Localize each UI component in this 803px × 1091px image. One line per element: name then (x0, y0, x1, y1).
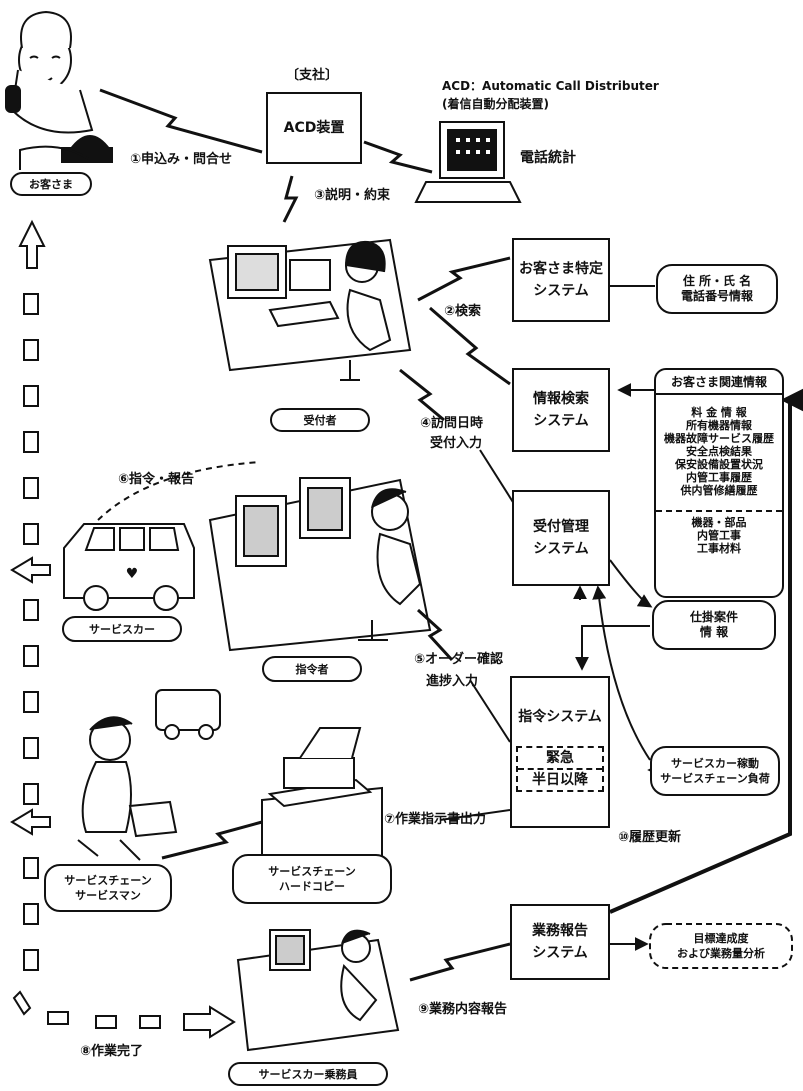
phone-stats-label: 電話統計 (520, 150, 576, 166)
receptionist-label: 受付者 (270, 408, 370, 432)
car-operation-store: サービスカー稼動 サービスチェーン負荷 (650, 746, 780, 796)
step-4-label-line1: ④訪問日時 (420, 416, 483, 432)
crew-label-text: サービスカー乗務員 (259, 1067, 358, 1082)
car-operation-line2: サービスチェーン負荷 (660, 771, 769, 786)
service-car-label: サービスカー (62, 616, 182, 642)
return-arrow-up (20, 222, 44, 268)
phone-stats-terminal-illustration (416, 122, 520, 202)
step-4-label-line2: 受付入力 (430, 436, 482, 452)
dispatcher-label: 指令者 (262, 656, 362, 682)
work-in-progress-store: 仕掛案件 情 報 (652, 600, 776, 650)
return-arrow-right (184, 1007, 234, 1037)
work-report-system-box: 業務報告 システム (510, 904, 610, 980)
link-receptionist-reception (400, 370, 444, 420)
acd-device-box: ACD装置 (266, 92, 362, 164)
customer-related-store: お客さま関連情報 料 金 情 報 所有機器情報 機器故障サービス履歴 安全点検結… (654, 368, 784, 598)
link-crew-workreport (410, 944, 510, 980)
link-receptionist-customerid (418, 258, 510, 300)
step-5-label-line1: ⑤オーダー確認 (414, 652, 503, 668)
customer-label: お客さま (10, 172, 92, 196)
step-10-label: ⑩履歴更新 (618, 830, 681, 846)
return-arrow-left-top (12, 558, 50, 582)
dispatch-modes: 緊急 半日以降 (516, 746, 604, 792)
step-8-label: ⑧作業完了 (80, 1044, 143, 1060)
hardcopy-label: サービスチェーン ハードコピー (232, 854, 392, 904)
customer-related-title: お客さま関連情報 (656, 376, 782, 395)
link-printer-serviceman (162, 822, 262, 858)
work-in-progress-line1: 仕掛案件 (690, 610, 738, 625)
reception-mgmt-system-line1: 受付管理 (533, 516, 589, 538)
acd-device-label: ACD装置 (284, 117, 345, 139)
dispatch-system-box: 指令システム 緊急 半日以降 (510, 676, 610, 828)
customer-id-system-line2: システム (533, 280, 589, 302)
serviceman-label-line1: サービスチェーン (64, 873, 151, 888)
receptionist-label-text: 受付者 (304, 413, 337, 428)
customer-related-bottom-list: 機器・部品 内管工事 工事材料 (656, 510, 782, 555)
reception-mgmt-system-line2: システム (533, 538, 589, 560)
line-reception-wip (610, 560, 650, 606)
info-search-system-line1: 情報検索 (533, 388, 589, 410)
work-in-progress-line2: 情 報 (700, 625, 728, 640)
serviceman-label: サービスチェーン サービスマン (44, 864, 172, 912)
step-9-label: ⑨業務内容報告 (418, 1002, 507, 1018)
link-acd-receptionist (284, 176, 296, 222)
dispatcher-workstation-illustration (210, 478, 430, 650)
customer-related-item-fee: 料 金 情 報 (656, 406, 782, 419)
address-name-line1: 住 所・氏 名 (683, 274, 751, 289)
address-name-store: 住 所・氏 名 電話番号情報 (656, 264, 778, 314)
target-analysis-line1: 目標達成度 (694, 931, 749, 946)
info-search-system-line2: システム (533, 410, 589, 432)
dispatch-urgent: 緊急 (518, 748, 602, 768)
receptionist-workstation-illustration (210, 240, 410, 380)
dispatch-half-day: 半日以降 (518, 768, 602, 790)
svg-text:♥: ♥ (126, 566, 139, 582)
customer-id-system-line1: お客さま特定 (519, 258, 603, 280)
step-1-label: ①申込み・問合せ (130, 152, 232, 168)
service-car-illustration: ♥ (64, 524, 194, 610)
return-arrow-left-bottom (12, 810, 50, 834)
hardcopy-label-line2: ハードコピー (279, 879, 345, 894)
car-operation-line1: サービスカー稼動 (671, 756, 759, 771)
dispatch-system-label: 指令システム (518, 706, 602, 728)
step-7-label: ⑦作業指示書出力 (384, 812, 486, 828)
step-3-label: ③説明・約束 (314, 188, 390, 204)
step-5-label-line2: 進捗入力 (426, 674, 478, 690)
reception-mgmt-system-box: 受付管理 システム (512, 490, 610, 586)
line-wip-dispatch (582, 626, 650, 668)
customer-related-item-pipe-work: 内管工事履歴 (656, 471, 782, 484)
work-report-system-line2: システム (532, 942, 588, 964)
info-search-system-box: 情報検索 システム (512, 368, 610, 452)
step-2-label: ②検索 (444, 304, 481, 320)
target-analysis-store: 目標達成度 および業務量分析 (650, 924, 792, 968)
customer-related-item-internal-pipe: 内管工事 (656, 529, 782, 542)
customer-id-system-box: お客さま特定 システム (512, 238, 610, 322)
acd-definition-ja: (着信自動分配装置) (442, 96, 549, 112)
link-acd-terminal (364, 142, 432, 172)
branch-label: 〔支社〕 (286, 68, 338, 84)
service-car-label-text: サービスカー (89, 622, 155, 637)
customer-related-item-safety-device: 保安設備設置状況 (656, 458, 782, 471)
customer-related-item-materials: 工事材料 (656, 542, 782, 555)
customer-label-text: お客さま (29, 177, 73, 192)
customer-related-item-failure-history: 機器故障サービス履歴 (656, 432, 782, 445)
link-customer-acd (100, 90, 262, 152)
customer-related-item-equipment: 所有機器情報 (656, 419, 782, 432)
dispatcher-label-text: 指令者 (296, 662, 329, 677)
serviceman-label-line2: サービスマン (75, 888, 141, 903)
serviceman-illustration (78, 690, 220, 860)
customer-related-item-inspection: 安全点検結果 (656, 445, 782, 458)
crew-label: サービスカー乗務員 (228, 1062, 388, 1086)
customer-illustration (6, 12, 112, 170)
customer-related-top-list: 料 金 情 報 所有機器情報 機器故障サービス履歴 安全点検結果 保安設備設置状… (656, 406, 782, 497)
step-6-label: ⑥指令・報告 (118, 472, 194, 488)
crew-workstation-illustration (238, 930, 398, 1050)
acd-definition: ACD：Automatic Call Distributer (442, 78, 659, 94)
hardcopy-label-line1: サービスチェーン (268, 864, 355, 879)
address-name-line2: 電話番号情報 (681, 289, 753, 304)
customer-related-item-pipe-repair: 供内管修繕履歴 (656, 484, 782, 497)
target-analysis-line2: および業務量分析 (677, 946, 765, 961)
customer-related-item-parts: 機器・部品 (656, 516, 782, 529)
work-report-system-line1: 業務報告 (532, 920, 588, 942)
